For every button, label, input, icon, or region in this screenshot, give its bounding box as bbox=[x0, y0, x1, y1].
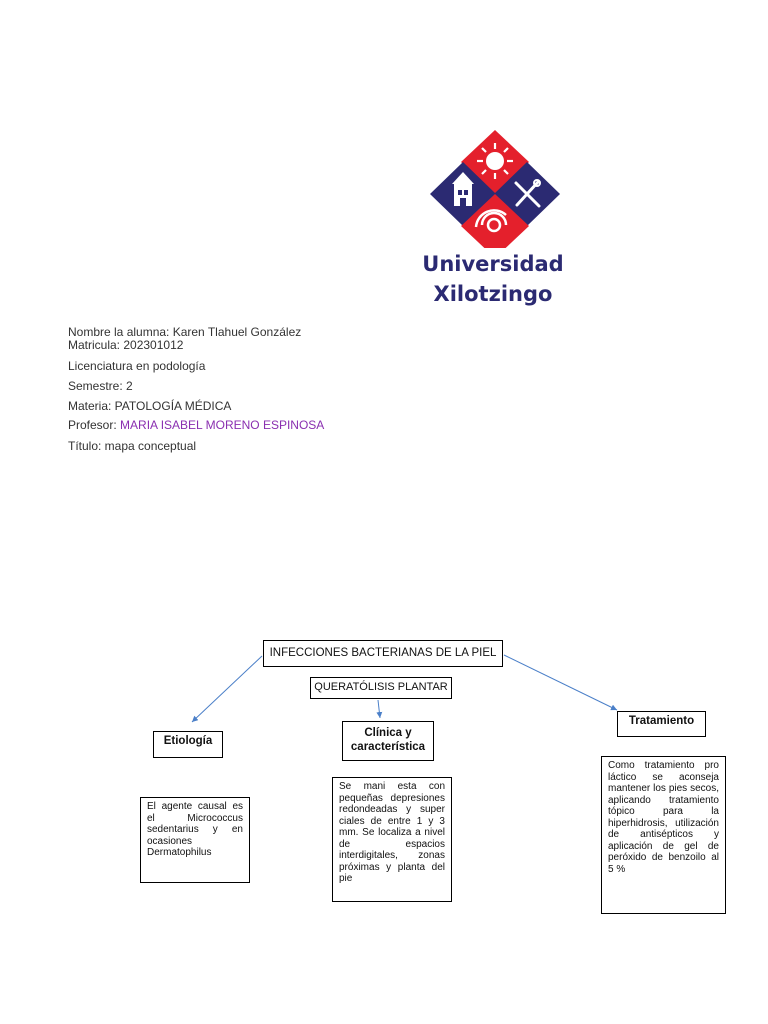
arrow-to-clinica bbox=[376, 699, 383, 719]
profesor-name: MARIA ISABEL MORENO ESPINOSA bbox=[120, 418, 325, 432]
student-semestre: Semestre: 2 bbox=[68, 379, 133, 393]
clinica-text-box: Se mani esta con pequeñas depresiones re… bbox=[332, 777, 452, 902]
etiologia-heading-box: Etiología bbox=[153, 731, 223, 758]
tratamiento-text-box: Como tratamiento pro láctico se aconseja… bbox=[601, 756, 726, 914]
profesor-label: Profesor: bbox=[68, 418, 117, 432]
building-icon bbox=[452, 172, 474, 206]
university-name-line1: Universidad bbox=[422, 252, 564, 276]
university-logo bbox=[398, 128, 588, 310]
etiologia-text-box: El agente causal es el Micrococcus seden… bbox=[140, 797, 250, 883]
student-matricula: Matricula: 202301012 bbox=[68, 338, 184, 352]
logo-bottom-diamond bbox=[461, 194, 529, 248]
sun-icon bbox=[477, 143, 513, 179]
tratamiento-heading-box: Tratamiento bbox=[617, 711, 706, 737]
student-materia: Materia: PATOLOGÍA MÉDICA bbox=[68, 399, 232, 413]
arrow-to-tratamiento bbox=[503, 654, 618, 711]
clinica-heading-line1: Clínica y bbox=[364, 727, 412, 739]
map-subtitle-box: QUERATÓLISIS PLANTAR bbox=[310, 677, 452, 699]
clinica-heading-box: Clínica y característica bbox=[342, 721, 434, 761]
clinica-heading-line2: característica bbox=[350, 741, 426, 753]
tools-icon bbox=[514, 179, 541, 208]
university-name-line2: Xilotzingo bbox=[433, 282, 553, 306]
student-profesor: Profesor: MARIA ISABEL MORENO ESPINOSA bbox=[68, 419, 324, 432]
map-title-box: INFECCIONES BACTERIANAS DE LA PIEL bbox=[263, 640, 503, 667]
student-titulo: Título: mapa conceptual bbox=[68, 439, 197, 453]
signal-icon bbox=[474, 209, 508, 233]
student-licenciatura: Licenciatura en podología bbox=[68, 359, 206, 373]
arrow-to-etiologia bbox=[191, 655, 263, 723]
student-name: Nombre la alumna: Karen Tlahuel González bbox=[68, 325, 302, 339]
